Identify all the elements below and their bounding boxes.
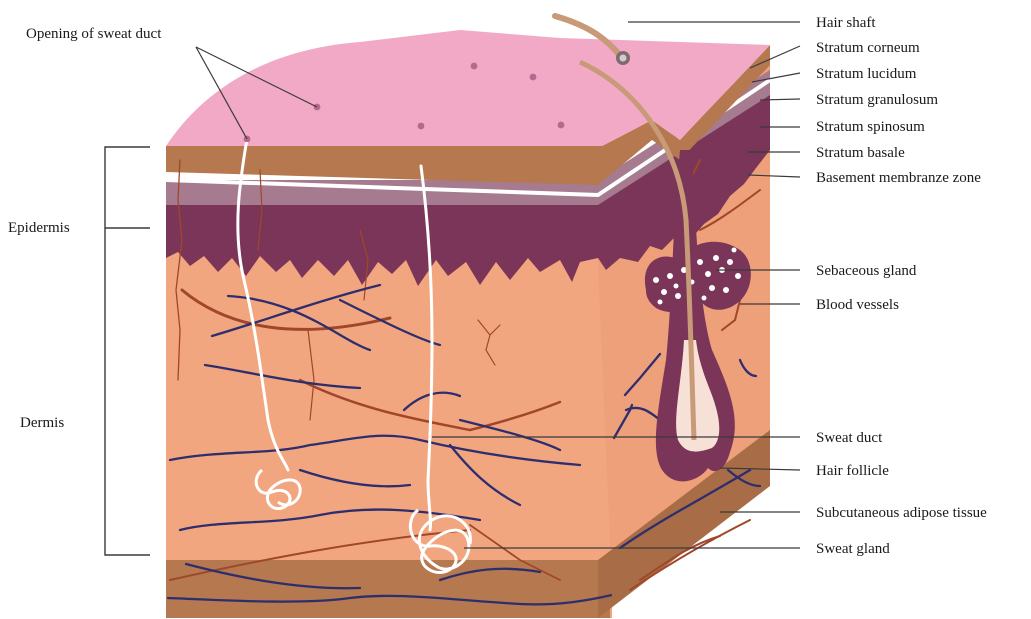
label-blood-vessels: Blood vessels <box>816 297 899 313</box>
label-stratum-spinosum: Stratum spinosum <box>816 119 925 135</box>
label-stratum-basale: Stratum basale <box>816 145 905 161</box>
label-sweat-gland: Sweat gland <box>816 541 890 557</box>
label-subcutaneous: Subcutaneous adipose tissue <box>816 505 987 521</box>
pore-dot <box>418 123 425 130</box>
epidermis-bracket <box>105 147 150 555</box>
dermis-front-face <box>166 226 612 618</box>
subcutaneous-front <box>166 560 610 618</box>
label-basement-membrane: Basement membranze zone <box>816 170 981 186</box>
label-epidermis: Epidermis <box>8 220 70 236</box>
pore-dot <box>471 63 478 70</box>
label-dermis: Dermis <box>20 415 64 431</box>
label-hair-follicle: Hair follicle <box>816 463 889 479</box>
pore-dot <box>558 122 565 129</box>
layer-brackets <box>105 147 150 555</box>
skin-surface <box>166 30 770 146</box>
label-sebaceous-gland: Sebaceous gland <box>816 263 917 279</box>
label-stratum-corneum: Stratum corneum <box>816 40 920 56</box>
label-sweat-duct: Sweat duct <box>816 430 883 446</box>
label-opening-sweat-duct: Opening of sweat duct <box>26 26 162 42</box>
label-hair-shaft: Hair shaft <box>816 15 876 31</box>
label-stratum-lucidum: Stratum lucidum <box>816 66 917 82</box>
pore-dot <box>530 74 537 81</box>
label-stratum-granulosum: Stratum granulosum <box>816 92 938 108</box>
